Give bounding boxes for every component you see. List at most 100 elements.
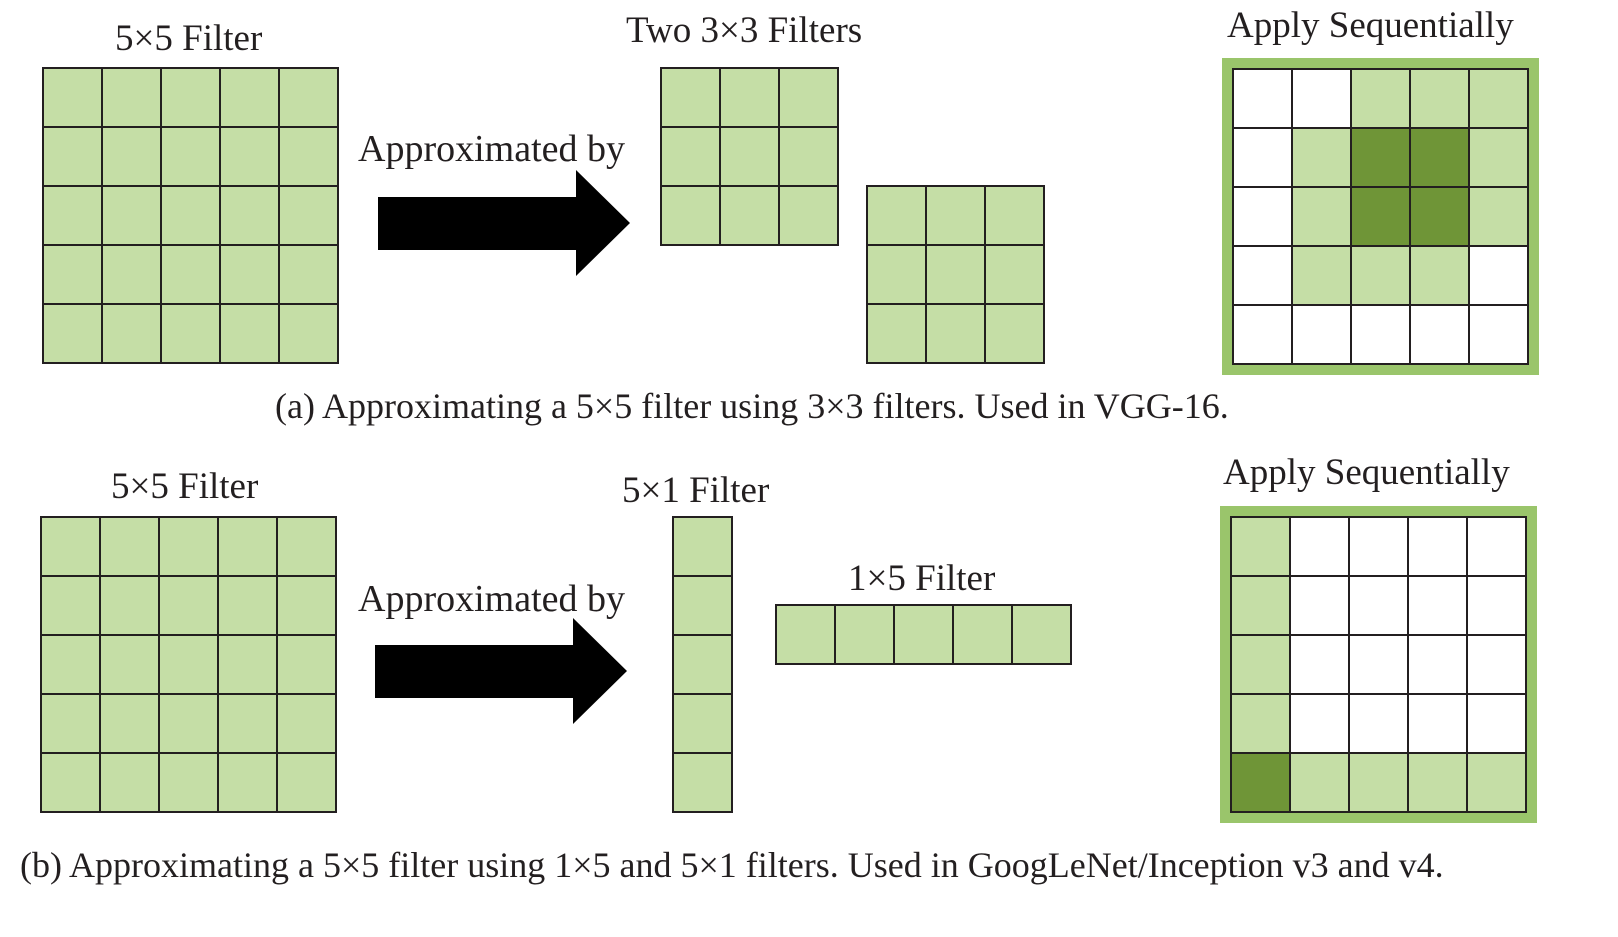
filter-cell xyxy=(101,518,158,575)
filter-cell xyxy=(1470,188,1527,245)
panel-b-5x1-filter-grid xyxy=(672,516,733,813)
filter-cell xyxy=(160,754,217,811)
filter-cell xyxy=(44,305,101,362)
filter-cell xyxy=(1013,606,1070,663)
filter-cell xyxy=(162,69,219,126)
filter-cell xyxy=(927,305,984,362)
filter-cell xyxy=(674,636,731,693)
panel-a-result-grid xyxy=(1222,58,1539,375)
filter-cell xyxy=(280,246,337,303)
filter-cell xyxy=(1409,636,1466,693)
filter-cell xyxy=(101,636,158,693)
filter-cell xyxy=(1350,577,1407,634)
panel-b-row-filter-label: 1×5 Filter xyxy=(848,558,996,599)
filter-cell xyxy=(1232,518,1289,575)
filter-cell xyxy=(278,636,335,693)
filter-cell xyxy=(103,128,160,185)
filter-cell xyxy=(1232,636,1289,693)
filter-cell xyxy=(721,187,778,244)
filter-cell xyxy=(103,69,160,126)
filter-cell xyxy=(1468,518,1525,575)
filter-cell xyxy=(662,69,719,126)
panel-a-arrow-icon xyxy=(378,170,630,276)
filter-cell xyxy=(1232,577,1289,634)
filter-cell xyxy=(1470,247,1527,304)
filter-cell xyxy=(1291,754,1348,811)
filter-cell xyxy=(868,187,925,244)
filter-cell xyxy=(1468,695,1525,752)
panel-a-filter-label: 5×5 Filter xyxy=(115,18,263,59)
filter-cell xyxy=(674,695,731,752)
filter-cell xyxy=(1293,306,1350,363)
filter-cell xyxy=(1352,129,1409,186)
panel-b-result-grid xyxy=(1220,506,1537,823)
filter-cell xyxy=(160,518,217,575)
filter-cell xyxy=(278,577,335,634)
filter-cell xyxy=(1409,754,1466,811)
filter-cell xyxy=(278,518,335,575)
filter-cell xyxy=(160,577,217,634)
filter-cell xyxy=(1293,70,1350,127)
panel-b-filter-label: 5×5 Filter xyxy=(111,466,259,507)
filter-cell xyxy=(1291,695,1348,752)
filter-cell xyxy=(101,577,158,634)
filter-cell xyxy=(1468,577,1525,634)
filter-cell xyxy=(721,128,778,185)
filter-cell xyxy=(44,187,101,244)
filter-cell xyxy=(1293,188,1350,245)
filter-cell xyxy=(868,305,925,362)
filter-cell xyxy=(1234,247,1291,304)
filter-cell xyxy=(1411,188,1468,245)
filter-cell xyxy=(219,636,276,693)
filter-cell xyxy=(1293,247,1350,304)
filter-cell xyxy=(101,695,158,752)
filter-cell xyxy=(44,69,101,126)
filter-cell xyxy=(721,69,778,126)
filter-cell xyxy=(836,606,893,663)
filter-cell xyxy=(1232,754,1289,811)
filter-cell xyxy=(1468,636,1525,693)
filter-cell xyxy=(780,128,837,185)
panel-a-caption: (a) Approximating a 5×5 filter using 3×3… xyxy=(275,386,1229,426)
filter-cell xyxy=(780,69,837,126)
filter-cell xyxy=(1409,518,1466,575)
filter-cell xyxy=(162,128,219,185)
filter-cell xyxy=(103,187,160,244)
filter-cell xyxy=(1470,129,1527,186)
filter-cell xyxy=(278,754,335,811)
panel-a-3x3-filter-grid-1 xyxy=(660,67,839,246)
filter-cell xyxy=(1350,695,1407,752)
filter-cell xyxy=(1411,129,1468,186)
filter-cell xyxy=(280,305,337,362)
filter-cell xyxy=(1470,306,1527,363)
filter-cell xyxy=(103,305,160,362)
panel-b-arrow-icon xyxy=(375,618,627,724)
filter-cell xyxy=(1234,129,1291,186)
filter-cell xyxy=(221,246,278,303)
filter-cell xyxy=(160,636,217,693)
filter-cell xyxy=(1352,188,1409,245)
filter-cell xyxy=(103,246,160,303)
filter-cell xyxy=(927,246,984,303)
filter-cell xyxy=(1291,518,1348,575)
filter-cell xyxy=(219,577,276,634)
filter-cell xyxy=(1234,188,1291,245)
panel-b-arrow-label: Approximated by xyxy=(358,578,626,620)
panel-a-arrow-label: Approximated by xyxy=(358,128,626,170)
filter-cell xyxy=(160,695,217,752)
filter-cell xyxy=(162,305,219,362)
filter-cell xyxy=(927,187,984,244)
filter-cell xyxy=(1350,518,1407,575)
filter-cell xyxy=(1411,70,1468,127)
filter-cell xyxy=(221,187,278,244)
filter-cell xyxy=(1293,129,1350,186)
filter-cell xyxy=(162,187,219,244)
filter-cell xyxy=(101,754,158,811)
filter-cell xyxy=(1409,695,1466,752)
panel-b-5x5-filter-grid xyxy=(40,516,337,813)
filter-cell xyxy=(162,246,219,303)
filter-cell xyxy=(1411,306,1468,363)
filter-cell xyxy=(1352,247,1409,304)
filter-cell xyxy=(219,518,276,575)
